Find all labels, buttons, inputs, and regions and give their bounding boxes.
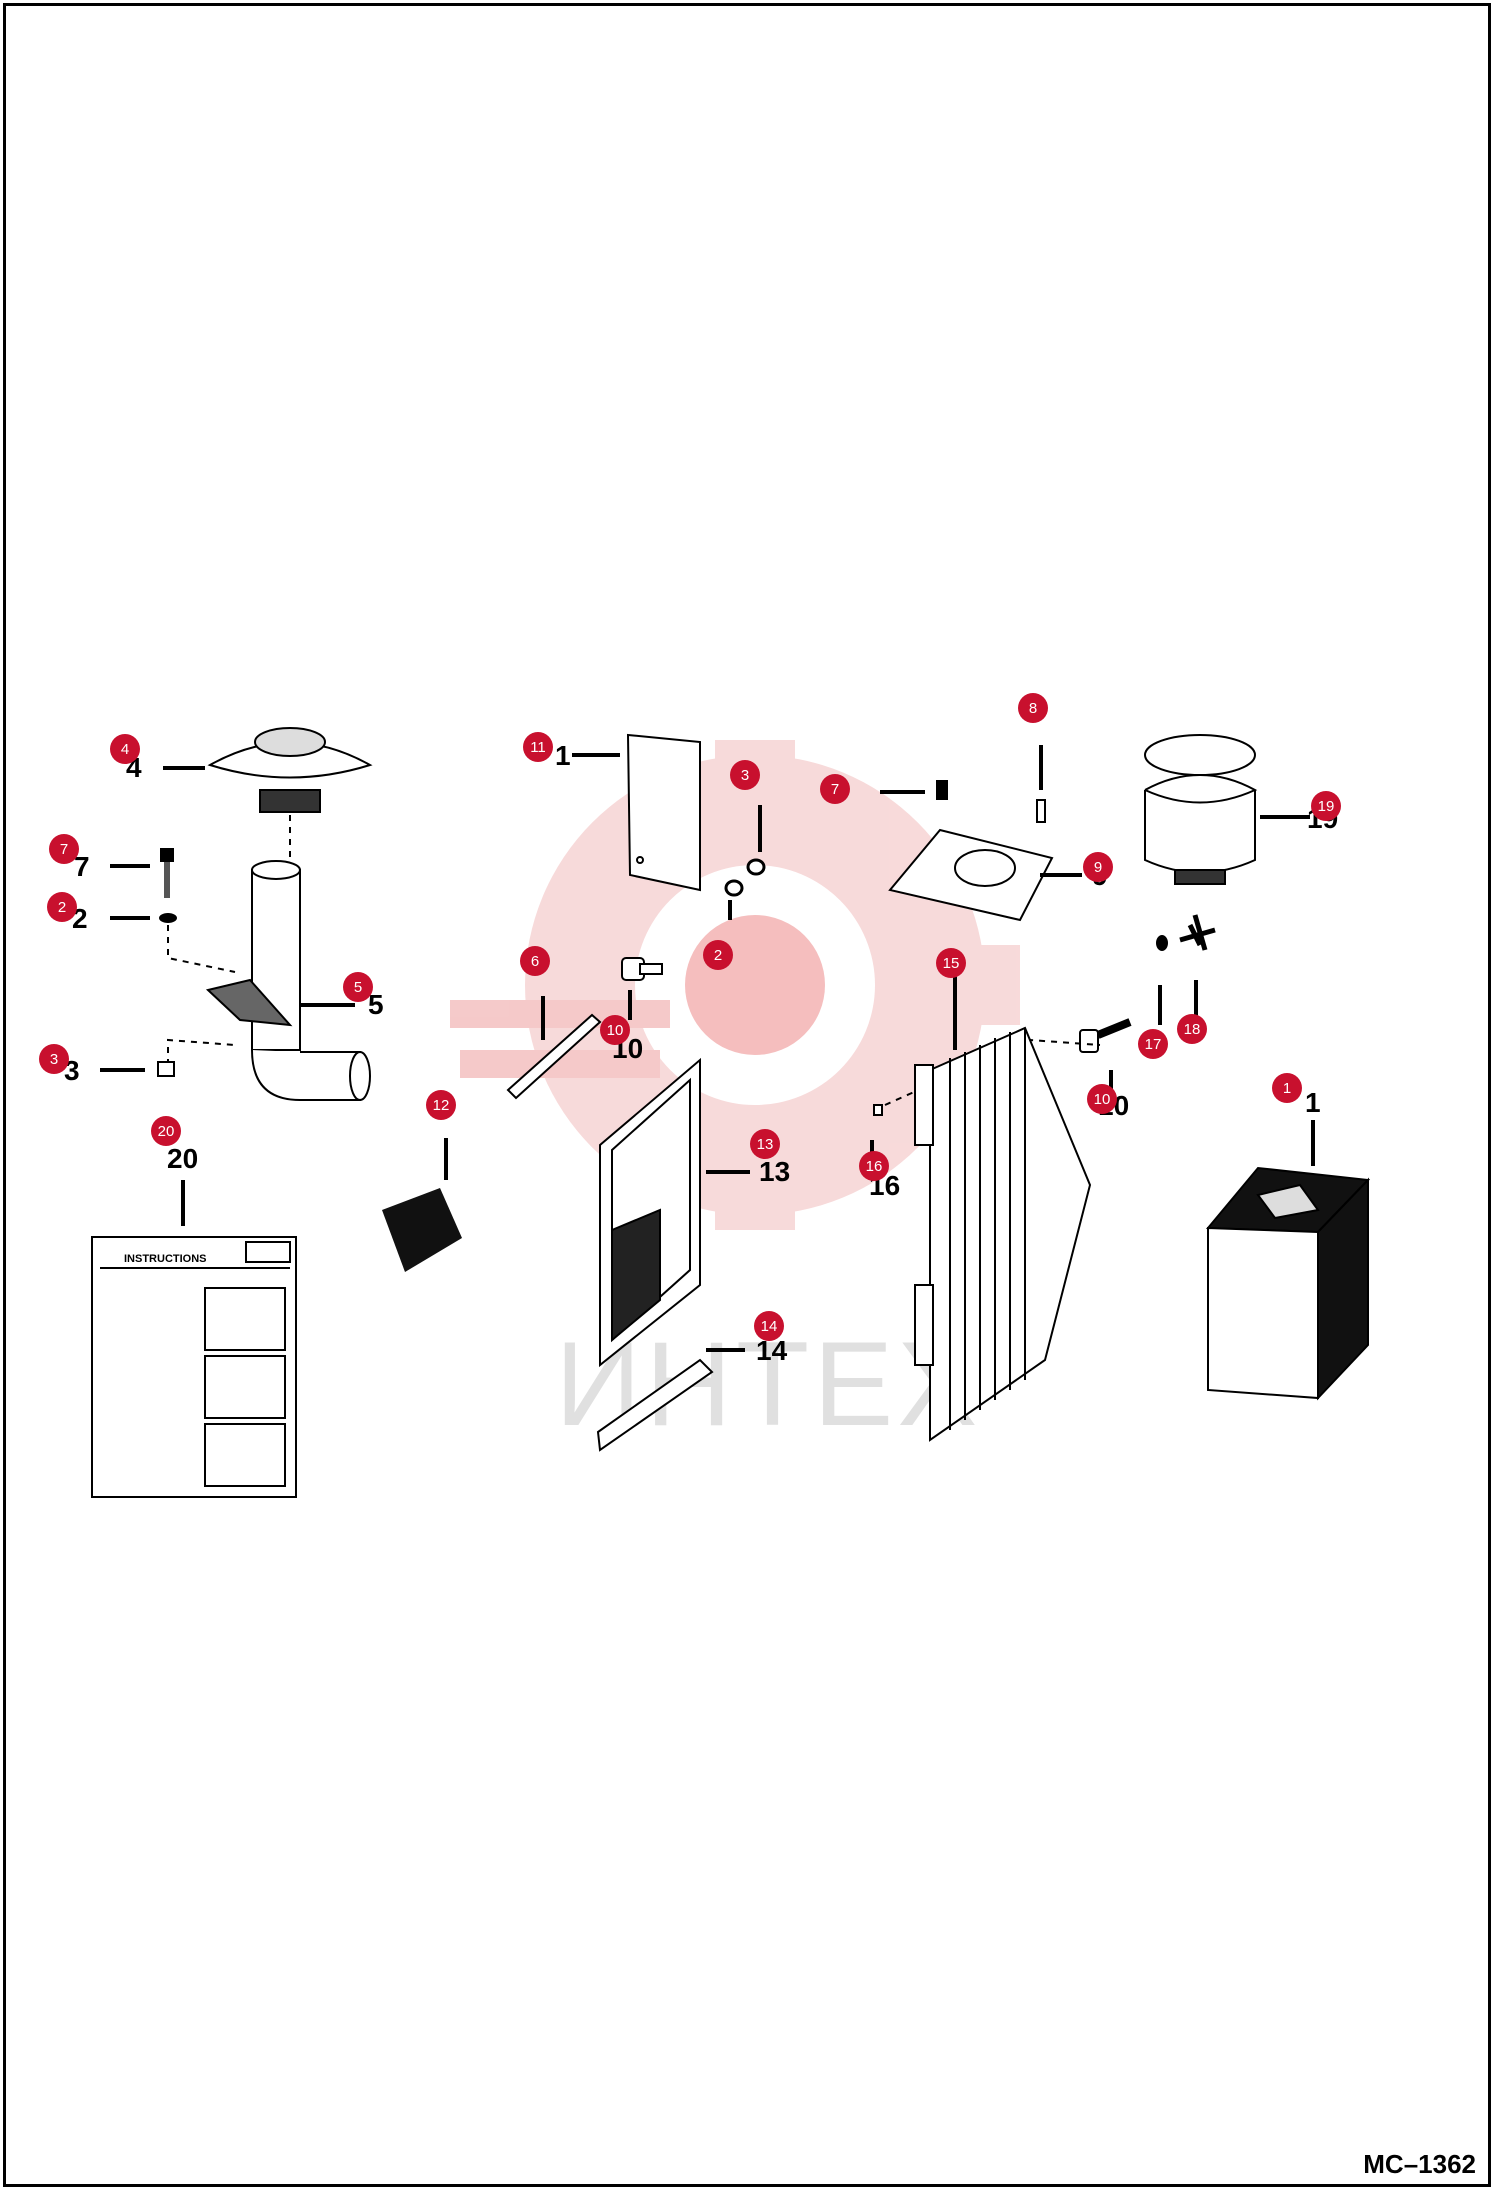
part-2-washer-center: [724, 879, 744, 897]
page-frame: [3, 3, 1491, 2187]
part-16-screw: [873, 1104, 883, 1116]
callout-4[interactable]: [110, 734, 140, 764]
part-9-bracket: [888, 828, 1054, 922]
callout-2a[interactable]: [47, 892, 77, 922]
part-7-bolt-right: [936, 780, 948, 800]
part-19-cap: [1144, 734, 1258, 885]
callout-7a[interactable]: [49, 834, 79, 864]
callout-11[interactable]: [523, 732, 553, 762]
svg-text:13: 13: [757, 1136, 774, 1153]
callout-3b[interactable]: [730, 760, 760, 790]
callout-14[interactable]: [754, 1311, 784, 1341]
instruction-sheet-title: INSTRUCTIONS: [124, 1253, 207, 1265]
svg-text:2: 2: [714, 947, 722, 964]
part-18-knob: [1179, 914, 1216, 951]
callout-3a[interactable]: [39, 1044, 69, 1074]
part-5-pipe: [205, 860, 371, 1101]
svg-text:7: 7: [831, 781, 839, 798]
callout-2b[interactable]: [703, 940, 733, 970]
svg-text:19: 19: [1318, 798, 1335, 815]
svg-text:1: 1: [1283, 1080, 1291, 1097]
svg-text:10: 10: [607, 1022, 624, 1039]
drawing-code: MC–1362: [1363, 2149, 1476, 2179]
part-7-bolt: [160, 848, 174, 898]
label-20: 20: [167, 1143, 198, 1174]
svg-text:17: 17: [1145, 1036, 1162, 1053]
part-3-nut: [157, 1061, 175, 1077]
part-4-cap: [207, 727, 373, 813]
part-2-washer: [159, 913, 177, 923]
label-5: 5: [368, 989, 384, 1020]
callout-13[interactable]: [750, 1129, 780, 1159]
svg-text:5: 5: [354, 979, 362, 996]
callouts: 4 7 2 5 3 20 11 3 2 6 10 12 13 14 8 7 9 …: [39, 693, 1341, 1341]
label-11: 1: [555, 740, 571, 771]
callout-8[interactable]: [1018, 693, 1048, 723]
part-11-plate: [626, 733, 701, 892]
part-14-strip: [596, 1358, 714, 1452]
callout-6[interactable]: [520, 946, 550, 976]
svg-text:7: 7: [60, 841, 68, 858]
callout-16[interactable]: [859, 1151, 889, 1181]
callout-10a[interactable]: [600, 1015, 630, 1045]
svg-text:3: 3: [741, 767, 749, 784]
svg-text:15: 15: [943, 955, 960, 972]
svg-text:2: 2: [58, 899, 66, 916]
svg-text:16: 16: [866, 1158, 883, 1175]
svg-text:11: 11: [530, 739, 546, 756]
part-10-bolt: [621, 957, 663, 981]
svg-text:14: 14: [761, 1318, 778, 1335]
svg-text:3: 3: [50, 1051, 58, 1068]
svg-text:10: 10: [1094, 1091, 1111, 1108]
part-13-frame: [599, 1057, 701, 1368]
svg-text:8: 8: [1029, 700, 1037, 717]
svg-text:18: 18: [1184, 1021, 1201, 1038]
svg-text:4: 4: [121, 741, 129, 758]
part-1-box: [1205, 1166, 1371, 1401]
callout-19[interactable]: [1311, 791, 1341, 821]
callout-1[interactable]: [1272, 1073, 1302, 1103]
label-13: 13: [759, 1156, 790, 1187]
callout-17[interactable]: [1138, 1029, 1168, 1059]
callout-18[interactable]: [1177, 1014, 1207, 1044]
label-1: 1: [1305, 1087, 1321, 1118]
svg-text:6: 6: [531, 953, 539, 970]
part-12-filter: [382, 1188, 462, 1272]
svg-text:12: 12: [433, 1097, 450, 1114]
callout-15[interactable]: [936, 948, 966, 978]
part-20-instruction-sheet: [91, 1236, 297, 1498]
callout-7b[interactable]: [820, 774, 850, 804]
label-7: 7: [74, 851, 90, 882]
part-6-strip: [506, 1013, 602, 1100]
svg-text:9: 9: [1094, 859, 1102, 876]
svg-text:20: 20: [158, 1123, 175, 1140]
part-10-bolt-right: [1079, 1018, 1132, 1053]
callout-12[interactable]: [426, 1090, 456, 1120]
callout-9[interactable]: [1083, 852, 1113, 882]
part-8-screw: [1036, 799, 1046, 823]
callout-10b[interactable]: [1087, 1084, 1117, 1114]
callout-5[interactable]: [343, 972, 373, 1002]
part-15-exchanger: [914, 1026, 1092, 1442]
part-17-washer: [1156, 935, 1168, 951]
part-3-nut-center: [746, 858, 766, 876]
callout-20[interactable]: [151, 1116, 181, 1146]
